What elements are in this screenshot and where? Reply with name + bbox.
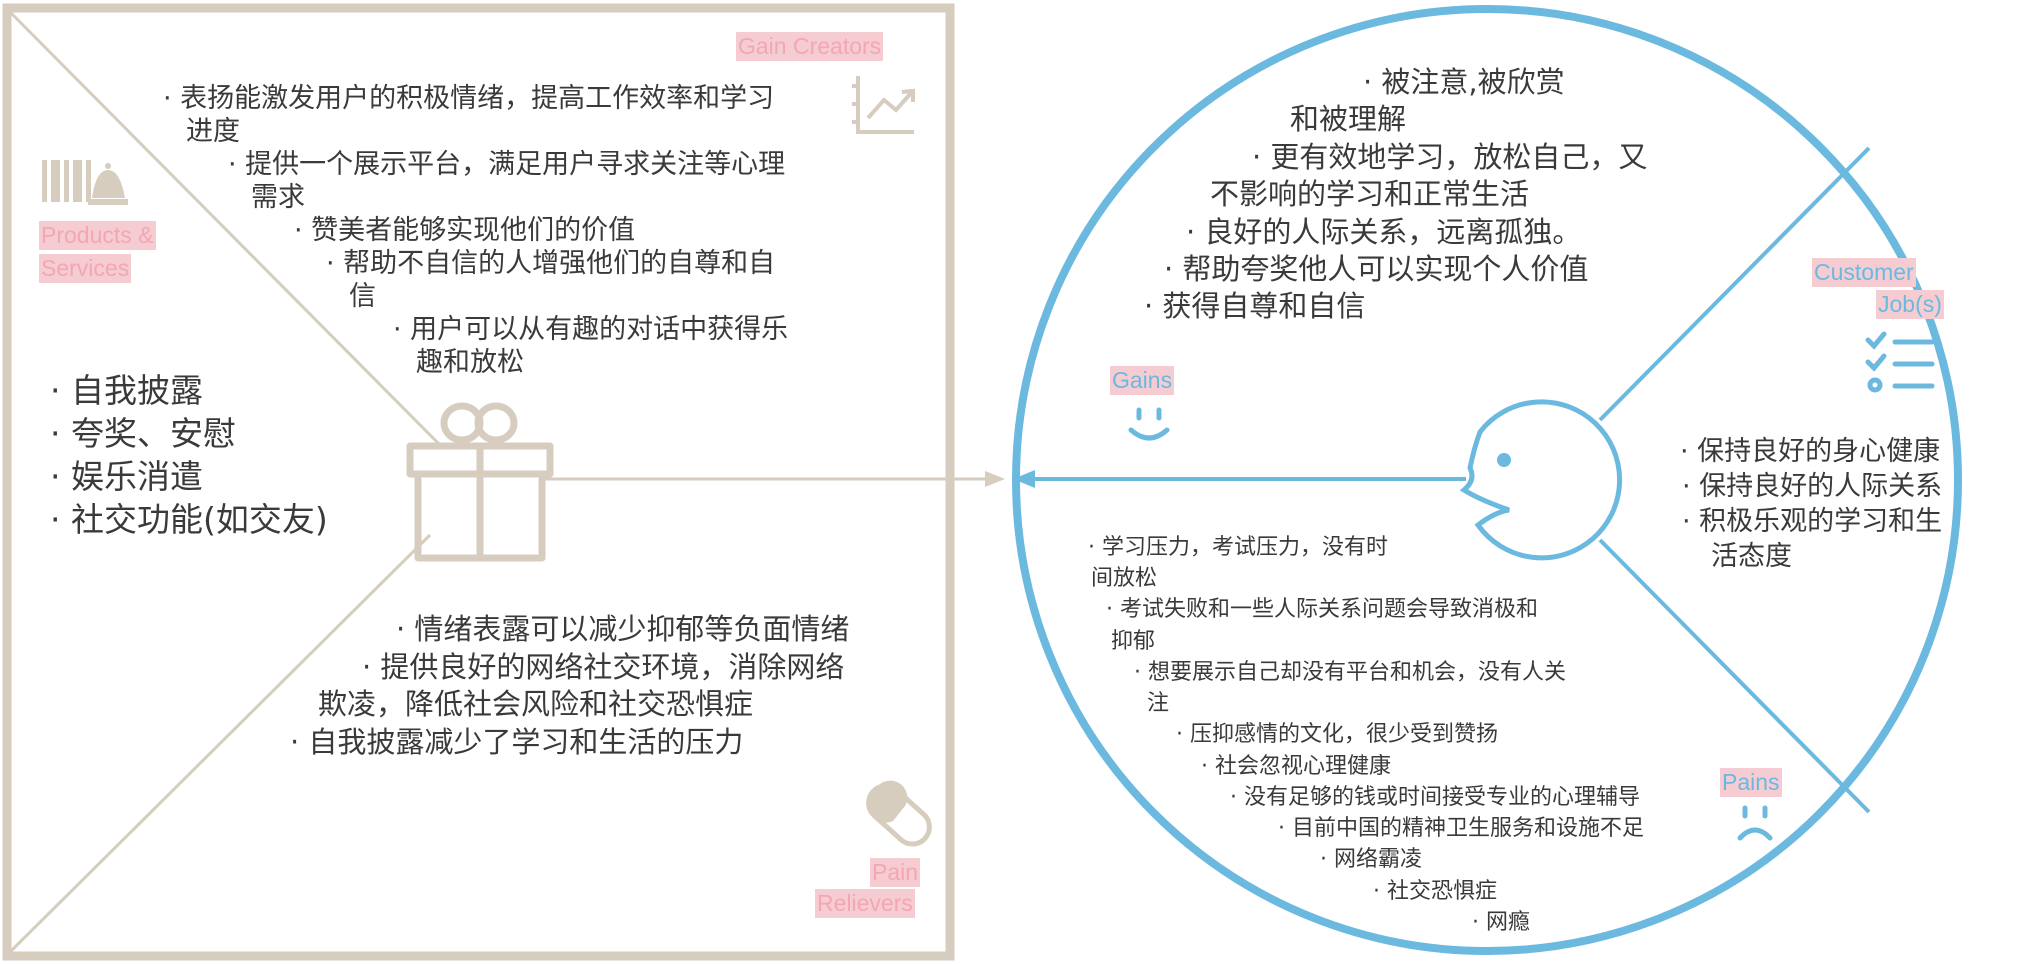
pain-item: · 网络霸凌: [1320, 847, 1422, 873]
pain-item: · 网瘾: [1472, 909, 1530, 935]
gain-item: · 帮助夸奖他人可以实现个人价值: [1164, 252, 1589, 287]
fit-arrow-right: [985, 471, 1005, 487]
pains-tag: Pains: [1720, 768, 1782, 797]
customer-face-eye: [1497, 453, 1511, 467]
pain-item: · 压抑感情的文化，很少受到赞扬: [1176, 722, 1498, 748]
product-item: · 自我披露: [50, 371, 203, 410]
customer-jobs-tag-line2: Job(s): [1876, 290, 1944, 319]
pain-item-cont: 抑郁: [1111, 628, 1156, 654]
gain-creators-tag: Gain Creators: [736, 32, 884, 61]
value-map-square: [2, 3, 955, 961]
pains-list: · 学习压力，考试压力，没有时 间放松 · 考试失败和一些人际关系问题会导致消极…: [1088, 532, 1644, 938]
products-services-tag-line1: Products &: [39, 221, 156, 250]
product-item: · 社交功能(如交友): [50, 499, 328, 539]
pill-icon: [866, 780, 932, 847]
gain-item: · 获得自尊和自信: [1144, 289, 1366, 324]
pain-item: · 目前中国的精神卫生服务和设施不足: [1278, 816, 1644, 842]
customer-jobs-list: · 保持良好的身心健康 · 保持良好的人际关系 · 积极乐观的学习和生 活态度: [1680, 434, 1942, 574]
products-services-tag-line2: Services: [39, 254, 132, 283]
pain-relievers-tag-line1: Pain: [870, 858, 921, 887]
pain-item: · 没有足够的钱或时间接受专业的心理辅导: [1230, 784, 1640, 810]
pain-reliever-item: · 自我披露减少了学习和生活的压力: [290, 725, 744, 760]
checklist-icon: [1865, 331, 1935, 393]
pain-item-cont: 注: [1147, 691, 1170, 717]
pain-item: · 社交恐惧症: [1373, 878, 1497, 904]
pain-reliever-item: · 情绪表露可以减少抑郁等负面情绪: [396, 612, 850, 646]
customer-face-icon: [1459, 399, 1623, 561]
customer-jobs-tag-line1: Customer: [1812, 258, 1916, 287]
gains-list: · 被注意,被欣赏 和被理解 · 更有效地学习，放松自己，又 不影响的学习和正常…: [1144, 64, 1647, 326]
pain-item: · 社会忽视心理健康: [1201, 753, 1391, 779]
customer-job-item: · 保持良好的身心健康: [1680, 436, 1941, 467]
customer-divider-lower: [1598, 538, 1871, 814]
products-services-icon: [42, 160, 128, 205]
gain-item: · 被注意,被欣赏: [1363, 65, 1565, 99]
gain-item: · 良好的人际关系，远离孤独。: [1186, 214, 1582, 249]
gain-creator-item: · 帮助不自信的人增强他们的自尊和自: [326, 247, 776, 279]
gain-creators-list: · 表扬能激发用户的积极情绪，提高工作效率和学习 进度 · 提供一个展示平台，满…: [163, 83, 788, 379]
products-services-list: · 自我披露 · 夸奖、安慰 · 娱乐消遣 · 社交功能(如交友): [50, 370, 328, 542]
customer-job-item: · 积极乐观的学习和生: [1682, 506, 1943, 538]
gain-creator-item: · 表扬能激发用户的积极情绪，提高工作效率和学习: [163, 83, 775, 114]
fit-arrow-left: [1013, 470, 1035, 488]
gain-creator-item-cont: 趣和放松: [416, 346, 524, 378]
pain-item: · 学习压力，考试压力，没有时: [1088, 535, 1388, 560]
customer-job-item-cont: 活态度: [1711, 541, 1792, 573]
value-map-diagonal-bottom: [8, 533, 432, 954]
gain-creator-item-cont: 进度: [186, 115, 240, 147]
customer-job-item: · 保持良好的人际关系: [1682, 471, 1943, 503]
gift-icon: [406, 402, 554, 562]
product-item: · 娱乐消遣: [50, 456, 203, 496]
gain-creator-item: · 用户可以从有趣的对话中获得乐: [393, 313, 789, 345]
pain-item: · 想要展示自己却没有平台和机会，没有人关: [1134, 659, 1566, 685]
gain-creator-item-cont: 需求: [251, 181, 305, 213]
smiley-icon: [1128, 407, 1170, 441]
gain-creator-item-cont: 信: [349, 280, 376, 312]
pain-item-cont: 间放松: [1091, 566, 1158, 592]
sad-face-icon: [1737, 805, 1773, 841]
value-map-diagonal-top: [8, 10, 442, 447]
pain-reliever-item-cont: 欺凌，降低社会风险和社交恐惧症: [318, 687, 754, 722]
gain-creator-item: · 赞美者能够实现他们的价值: [294, 214, 636, 246]
pain-reliever-item: · 提供良好的网络社交环境，消除网络: [362, 649, 845, 684]
growth-chart-icon: [852, 76, 915, 134]
pain-item: · 考试失败和一些人际关系问题会导致消极和: [1106, 597, 1538, 623]
gain-item-cont: 不影响的学习和正常生活: [1210, 177, 1530, 212]
customer-divider-upper: [1598, 146, 1871, 422]
pain-relievers-list: · 情绪表露可以减少抑郁等负面情绪 · 提供良好的网络社交环境，消除网络 欺凌，…: [290, 611, 849, 762]
product-item: · 夸奖、安慰: [50, 413, 236, 453]
gain-item-cont: 和被理解: [1290, 102, 1407, 137]
gains-tag: Gains: [1110, 366, 1175, 395]
gain-creator-item: · 提供一个展示平台，满足用户寻求关注等心理: [228, 148, 786, 180]
gain-item: · 更有效地学习，放松自己，又: [1252, 139, 1648, 174]
pain-relievers-tag-line2: Relievers: [815, 889, 915, 918]
